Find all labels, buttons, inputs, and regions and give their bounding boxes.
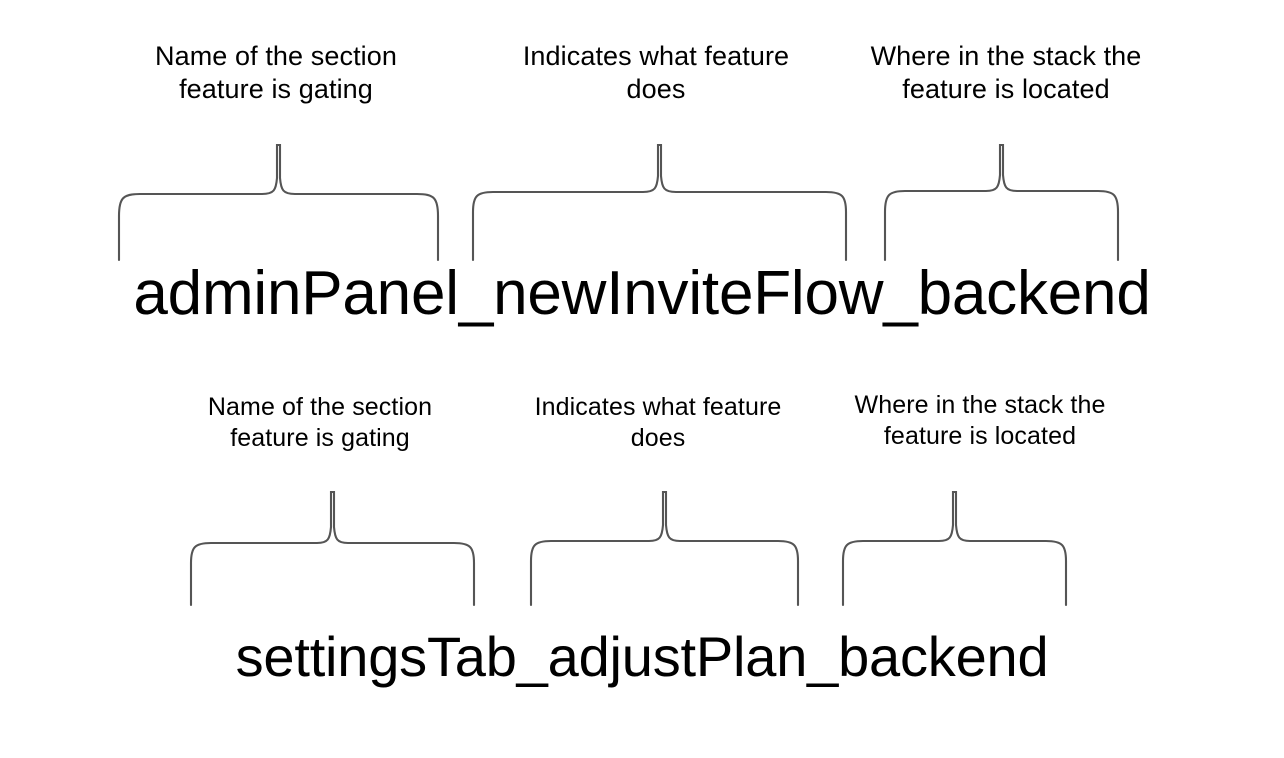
curly-brace-row1-segment2 bbox=[471, 143, 848, 262]
annotation-label-row1-segment1: Name of the section feature is gating bbox=[154, 41, 398, 104]
annotation-label-row2-segment1: Name of the section feature is gating bbox=[207, 393, 433, 452]
annotation-label-row1-segment3: Where in the stack the feature is locate… bbox=[870, 41, 1142, 104]
curly-brace-row1-segment1 bbox=[117, 143, 440, 262]
feature-flag-name-row1: adminPanel_newInviteFlow_backend bbox=[133, 259, 1151, 328]
annotation-label-row2-segment3: Where in the stack the feature is locate… bbox=[854, 391, 1106, 450]
curly-brace-row2-segment1 bbox=[189, 490, 476, 607]
curly-brace-row2-segment2 bbox=[529, 490, 800, 607]
annotation-label-row1-segment2: Indicates what feature does bbox=[522, 41, 790, 104]
annotation-label-row2-segment2: Indicates what feature does bbox=[534, 393, 782, 452]
curly-brace-row1-segment3 bbox=[883, 143, 1120, 262]
curly-brace-row2-segment3 bbox=[841, 490, 1068, 607]
feature-flag-name-row2: settingsTab_adjustPlan_backend bbox=[235, 625, 1049, 688]
